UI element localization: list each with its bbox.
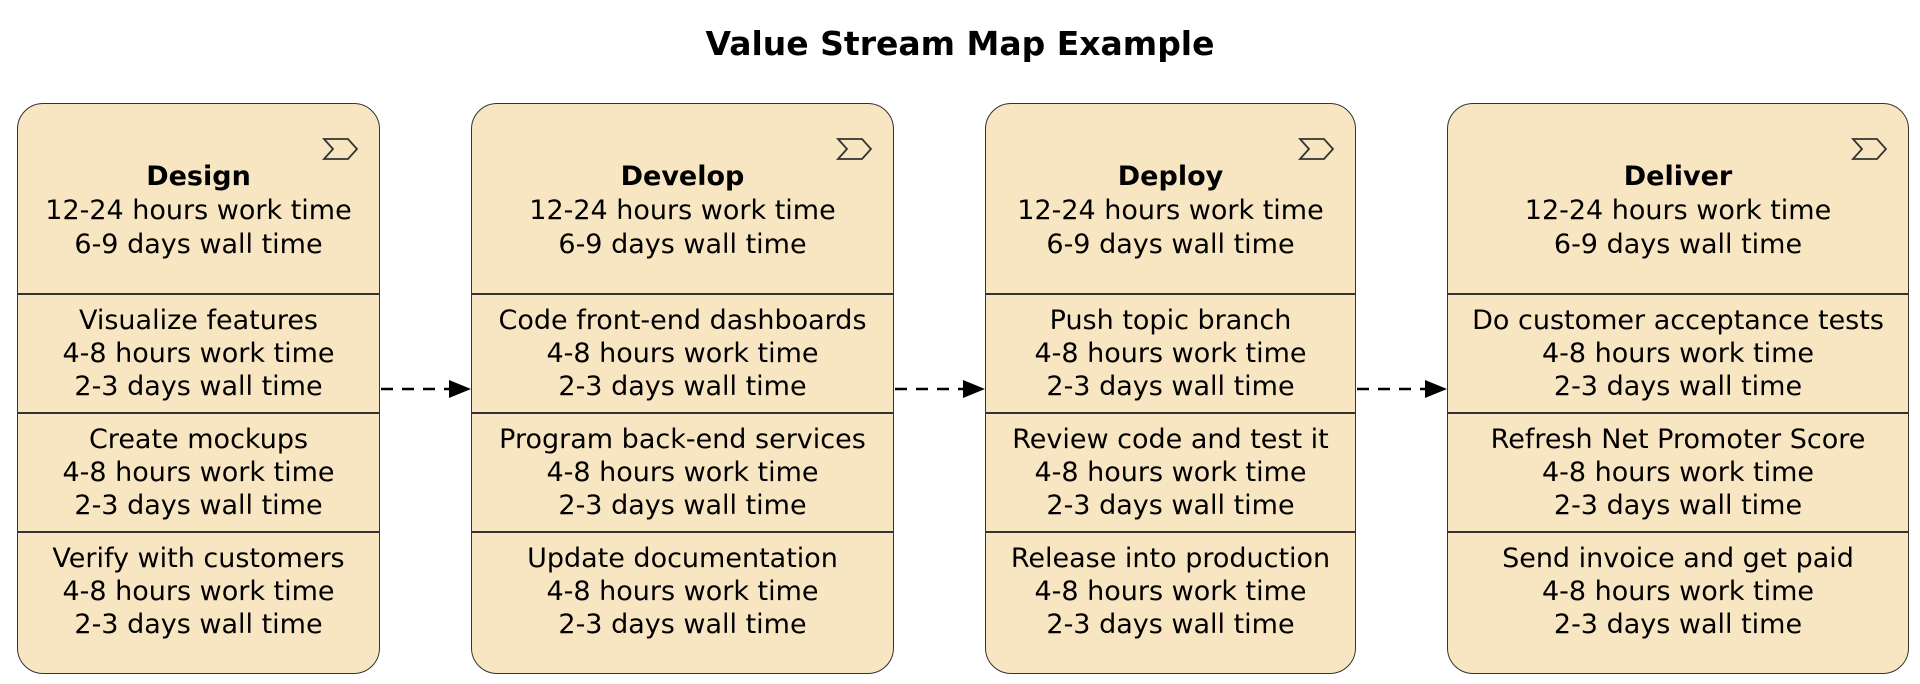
- step-work-time: 4-8 hours work time: [546, 338, 819, 369]
- step-name: Review code and test it: [1012, 424, 1329, 455]
- step-work-time: 4-8 hours work time: [1034, 457, 1307, 488]
- stage-wall-time: 6-9 days wall time: [74, 229, 323, 260]
- step-name: Do customer acceptance tests: [1472, 305, 1884, 336]
- connector-develop-deploy: [895, 380, 985, 398]
- step-name: Code front-end dashboards: [498, 305, 867, 336]
- arrowhead-icon: [1425, 380, 1447, 398]
- step-wall-time: 2-3 days wall time: [1046, 609, 1295, 640]
- step-work-time: 4-8 hours work time: [62, 576, 335, 607]
- stage-deliver: Deliver 12-24 hours work time 6-9 days w…: [1447, 103, 1909, 674]
- step-name: Push topic branch: [1049, 305, 1292, 336]
- step-name: Verify with customers: [52, 543, 345, 574]
- step-name: Refresh Net Promoter Score: [1490, 424, 1866, 455]
- step-name: Visualize features: [78, 305, 319, 336]
- process-step: Send invoice and get paid 4-8 hours work…: [1448, 533, 1908, 652]
- process-step: Do customer acceptance tests 4-8 hours w…: [1448, 295, 1908, 414]
- step-wall-time: 2-3 days wall time: [1553, 490, 1803, 521]
- process-step: Code front-end dashboards 4-8 hours work…: [472, 295, 893, 414]
- stage-wall-time: 6-9 days wall time: [1553, 229, 1803, 260]
- value-stream-chevron-icon: [835, 138, 873, 160]
- stage-design: Design 12-24 hours work time 6-9 days wa…: [17, 103, 380, 674]
- step-work-time: 4-8 hours work time: [1034, 338, 1307, 369]
- value-stream-chevron-icon: [1297, 138, 1335, 160]
- step-wall-time: 2-3 days wall time: [74, 490, 323, 521]
- step-wall-time: 2-3 days wall time: [558, 371, 807, 402]
- step-work-time: 4-8 hours work time: [1541, 576, 1815, 607]
- stage-name: Develop: [620, 161, 745, 192]
- step-wall-time: 2-3 days wall time: [74, 609, 323, 640]
- process-step: Verify with customers 4-8 hours work tim…: [18, 533, 379, 652]
- diagram-title: Value Stream Map Example: [705, 24, 1215, 63]
- step-name: Update documentation: [527, 543, 838, 574]
- stage-header: Design 12-24 hours work time 6-9 days wa…: [18, 104, 379, 295]
- step-name: Program back-end services: [499, 424, 866, 455]
- process-step: Refresh Net Promoter Score 4-8 hours wor…: [1448, 414, 1908, 533]
- step-wall-time: 2-3 days wall time: [1046, 490, 1295, 521]
- step-name: Create mockups: [88, 424, 309, 455]
- connector-design-develop: [381, 380, 471, 398]
- process-step: Release into production 4-8 hours work t…: [986, 533, 1355, 652]
- stage-work-time: 12-24 hours work time: [1524, 195, 1832, 226]
- step-work-time: 4-8 hours work time: [1541, 338, 1815, 369]
- process-step: Program back-end services 4-8 hours work…: [472, 414, 893, 533]
- connector-deploy-deliver: [1357, 380, 1447, 398]
- stage-deploy: Deploy 12-24 hours work time 6-9 days wa…: [985, 103, 1356, 674]
- process-step: Visualize features 4-8 hours work time 2…: [18, 295, 379, 414]
- stage-wall-time: 6-9 days wall time: [1046, 229, 1295, 260]
- step-name: Release into production: [1010, 543, 1331, 574]
- stage-header: Develop 12-24 hours work time 6-9 days w…: [472, 104, 893, 295]
- stage-work-time: 12-24 hours work time: [1017, 195, 1324, 226]
- step-work-time: 4-8 hours work time: [62, 338, 335, 369]
- stage-work-time: 12-24 hours work time: [45, 195, 352, 226]
- step-wall-time: 2-3 days wall time: [1553, 609, 1803, 640]
- value-stream-chevron-icon: [1850, 138, 1888, 160]
- step-work-time: 4-8 hours work time: [1541, 457, 1815, 488]
- process-step: Push topic branch 4-8 hours work time 2-…: [986, 295, 1355, 414]
- step-work-time: 4-8 hours work time: [546, 457, 819, 488]
- arrowhead-icon: [449, 380, 471, 398]
- value-stream-chevron-icon: [321, 138, 359, 160]
- step-wall-time: 2-3 days wall time: [1046, 371, 1295, 402]
- stage-name: Design: [146, 161, 251, 192]
- stage-name: Deploy: [1117, 161, 1224, 192]
- step-wall-time: 2-3 days wall time: [558, 490, 807, 521]
- stage-work-time: 12-24 hours work time: [529, 195, 836, 226]
- step-work-time: 4-8 hours work time: [1034, 576, 1307, 607]
- step-name: Send invoice and get paid: [1502, 543, 1854, 574]
- stage-wall-time: 6-9 days wall time: [558, 229, 807, 260]
- stage-develop: Develop 12-24 hours work time 6-9 days w…: [471, 103, 894, 674]
- arrowhead-icon: [963, 380, 985, 398]
- step-work-time: 4-8 hours work time: [62, 457, 335, 488]
- process-step: Update documentation 4-8 hours work time…: [472, 533, 893, 652]
- stage-name: Deliver: [1623, 161, 1733, 192]
- step-wall-time: 2-3 days wall time: [558, 609, 807, 640]
- process-step: Create mockups 4-8 hours work time 2-3 d…: [18, 414, 379, 533]
- step-work-time: 4-8 hours work time: [546, 576, 819, 607]
- stage-header: Deliver 12-24 hours work time 6-9 days w…: [1448, 104, 1908, 295]
- step-wall-time: 2-3 days wall time: [74, 371, 323, 402]
- step-wall-time: 2-3 days wall time: [1553, 371, 1803, 402]
- stage-header: Deploy 12-24 hours work time 6-9 days wa…: [986, 104, 1355, 295]
- process-step: Review code and test it 4-8 hours work t…: [986, 414, 1355, 533]
